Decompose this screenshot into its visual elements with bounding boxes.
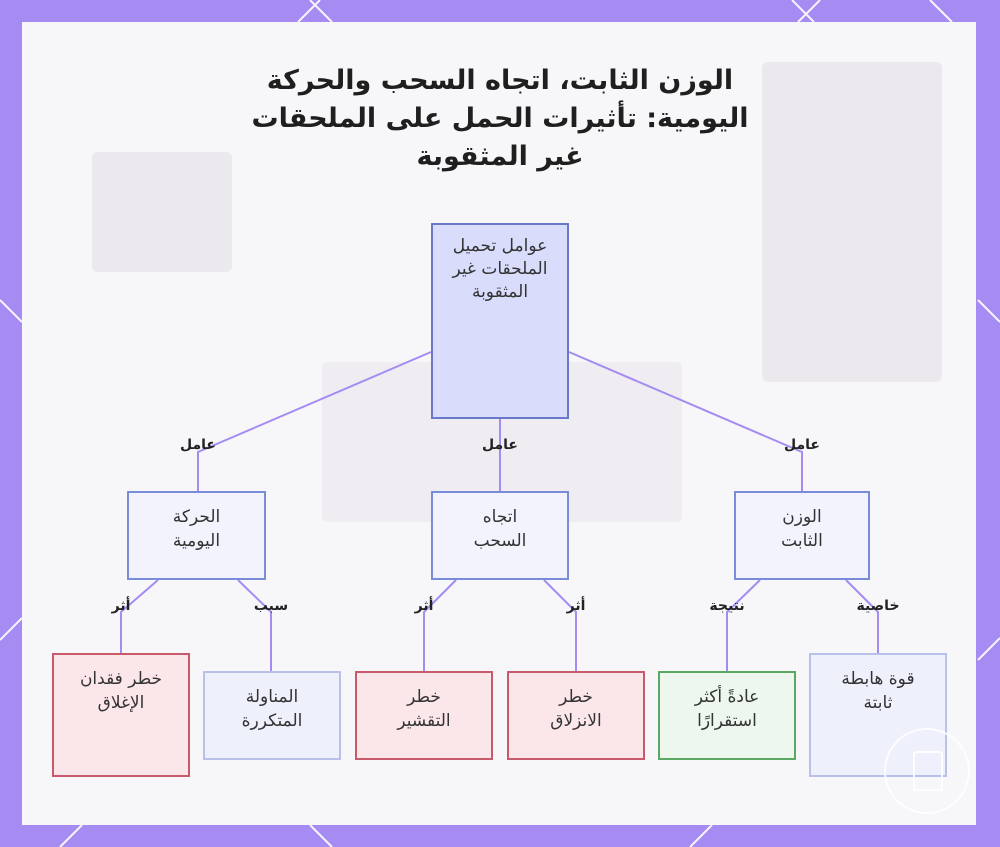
factor-daily-movement: الحركة اليومية bbox=[127, 491, 266, 580]
watermark-logo-glyph bbox=[913, 751, 943, 791]
outcome-slip-risk: خطر الانزلاق bbox=[507, 671, 645, 760]
edge-label-effect: أثر bbox=[414, 598, 434, 614]
watermark-logo bbox=[884, 728, 970, 814]
outcome-stable-force-label: قوة هابطة ثابتة bbox=[841, 669, 915, 713]
outcome-more-stable: عادةً أكثر استقرارًا bbox=[658, 671, 796, 760]
factor-static-weight: الوزن الثابت bbox=[734, 491, 870, 580]
edge-label-factor: عامل bbox=[784, 437, 820, 453]
outcome-lock-loss-risk: خطر فقدان الإغلاق bbox=[52, 653, 190, 777]
factor-pull-direction-label: اتجاه السحب bbox=[473, 507, 527, 551]
edge-label-effect: أثر bbox=[111, 598, 131, 614]
edge-label-factor: عامل bbox=[180, 437, 216, 453]
background-blur bbox=[92, 152, 232, 272]
outcome-repeated-handling-label: المناولة المتكررة bbox=[241, 687, 303, 731]
factor-static-weight-label: الوزن الثابت bbox=[781, 507, 823, 551]
outcome-peel-risk-label: خطر التقشير bbox=[397, 687, 451, 731]
diagram-title: الوزن الثابت، اتجاه السحب والحركة اليومي… bbox=[251, 65, 749, 172]
background-blur bbox=[762, 62, 942, 382]
edge-label-factor: عامل bbox=[482, 437, 518, 453]
root-node: عوامل تحميل الملحقات غير المثقوبة bbox=[431, 223, 569, 419]
edge-label-cause: سبب bbox=[253, 598, 289, 614]
outcome-slip-risk-label: خطر الانزلاق bbox=[550, 687, 602, 731]
factor-daily-movement-label: الحركة اليومية bbox=[172, 507, 221, 551]
outcome-more-stable-label: عادةً أكثر استقرارًا bbox=[694, 687, 760, 731]
factor-pull-direction: اتجاه السحب bbox=[431, 491, 569, 580]
edge-label-effect: أثر bbox=[566, 598, 586, 614]
edge-label-property: خاصية bbox=[856, 598, 900, 614]
outcome-lock-loss-risk-label: خطر فقدان الإغلاق bbox=[79, 669, 163, 713]
edge-label-result: نتيجة bbox=[709, 598, 745, 614]
root-node-label: عوامل تحميل الملحقات غير المثقوبة bbox=[452, 236, 548, 302]
outcome-peel-risk: خطر التقشير bbox=[355, 671, 493, 760]
outcome-repeated-handling: المناولة المتكررة bbox=[203, 671, 341, 760]
